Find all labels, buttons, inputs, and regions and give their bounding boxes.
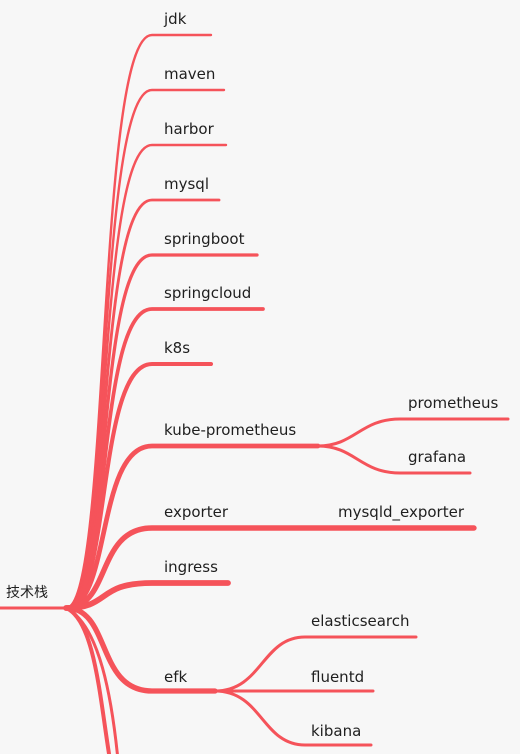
edge-kube-prometheus [63, 443, 321, 611]
node-exporter[interactable]: exporter [164, 503, 228, 521]
node-maven[interactable]: maven [164, 65, 216, 83]
edge-mysql [64, 198, 221, 610]
node-jdk[interactable]: jdk [164, 10, 187, 28]
node-springboot[interactable]: springboot [164, 230, 245, 248]
edge-efk [63, 605, 218, 694]
node-kibana[interactable]: kibana [311, 722, 362, 740]
root-node[interactable]: 技术栈 [6, 585, 48, 601]
edge-k8s [63, 361, 214, 611]
edge-exporter [63, 525, 477, 611]
edge-elasticsearch [213, 635, 418, 693]
edge-kibana [213, 689, 373, 747]
node-harbor[interactable]: harbor [164, 120, 214, 138]
node-efk[interactable]: efk [164, 668, 188, 686]
node-k8s[interactable]: k8s [164, 339, 191, 357]
node-elasticsearch[interactable]: elasticsearch [311, 612, 410, 630]
node-kube-prometheus[interactable]: kube-prometheus [164, 421, 297, 439]
node-springcloud[interactable]: springcloud [164, 284, 252, 302]
node-grafana[interactable]: grafana [408, 448, 467, 466]
node-ingress[interactable]: ingress [164, 558, 218, 576]
node-fluentd[interactable]: fluentd [311, 668, 365, 686]
edge-offscreen-2 [64, 606, 119, 754]
node-mysqld-exporter[interactable]: mysqld_exporter [338, 503, 464, 521]
node-prometheus[interactable]: prometheus [408, 394, 499, 412]
edge-ingress [63, 580, 231, 611]
node-mysql[interactable]: mysql [164, 175, 209, 193]
edge-prometheus [316, 417, 510, 448]
edge-grafana [316, 444, 472, 475]
